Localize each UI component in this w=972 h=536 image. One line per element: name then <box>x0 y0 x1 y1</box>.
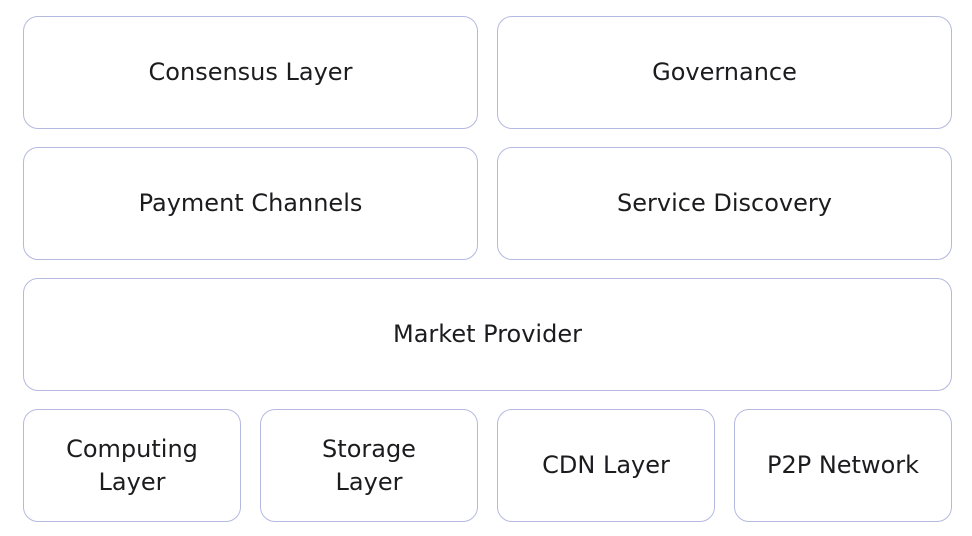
payment-channels-box: Payment Channels <box>23 147 478 260</box>
p2p-network-label: P2P Network <box>766 451 920 479</box>
consensus-layer-box: Consensus Layer <box>23 16 478 129</box>
service-discovery-box: Service Discovery <box>497 147 952 260</box>
market-provider-label: Market Provider <box>393 320 582 348</box>
p2p-network-box: P2P Network <box>734 409 952 522</box>
market-provider-box: Market Provider <box>23 278 952 391</box>
service-discovery-label: Service Discovery <box>617 189 832 217</box>
consensus-layer-label: Consensus Layer <box>148 58 353 86</box>
computing-layer-box: Computing Layer <box>23 409 241 522</box>
cdn-layer-box: CDN Layer <box>497 409 715 522</box>
storage-layer-box: Storage Layer <box>260 409 478 522</box>
storage-layer-label: Storage Layer <box>322 434 416 496</box>
governance-label: Governance <box>652 58 797 86</box>
payment-channels-label: Payment Channels <box>138 189 363 217</box>
cdn-layer-label: CDN Layer <box>542 451 670 479</box>
governance-box: Governance <box>497 16 952 129</box>
computing-layer-label: Computing Layer <box>66 434 198 496</box>
